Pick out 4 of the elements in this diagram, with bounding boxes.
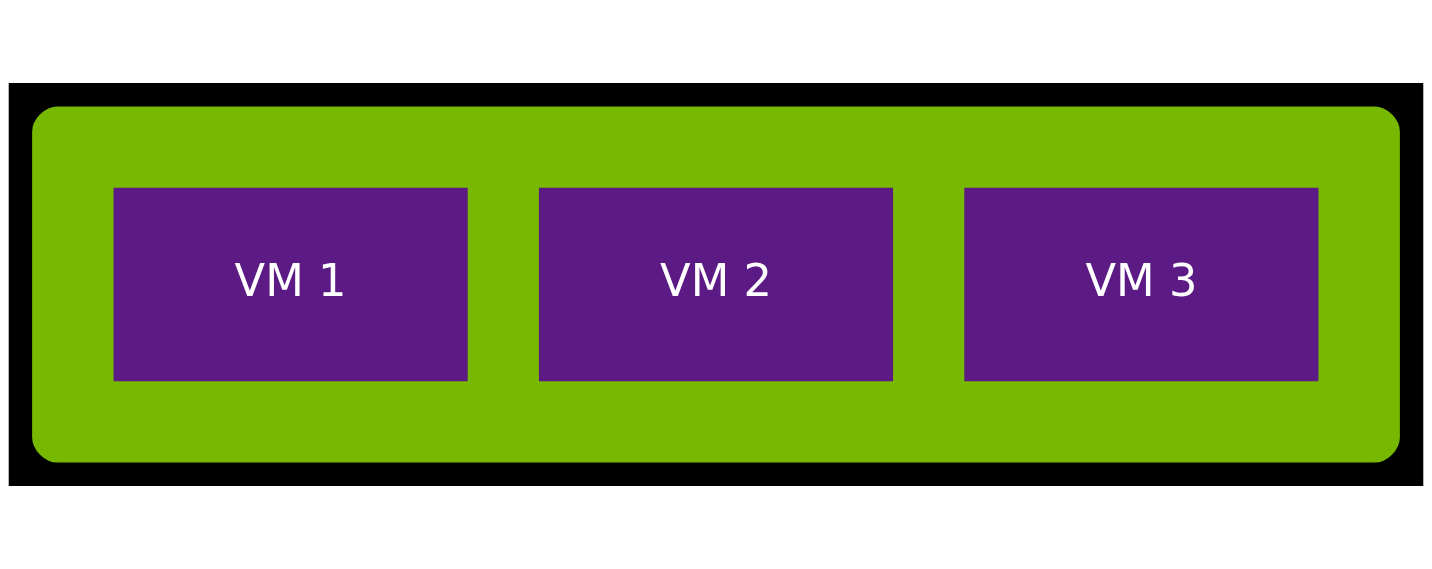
node-box: VM 1 (113, 187, 468, 382)
node-box: VM 3 (964, 187, 1319, 382)
cluster (32, 106, 1400, 463)
node-box: VM 2 (538, 187, 894, 382)
